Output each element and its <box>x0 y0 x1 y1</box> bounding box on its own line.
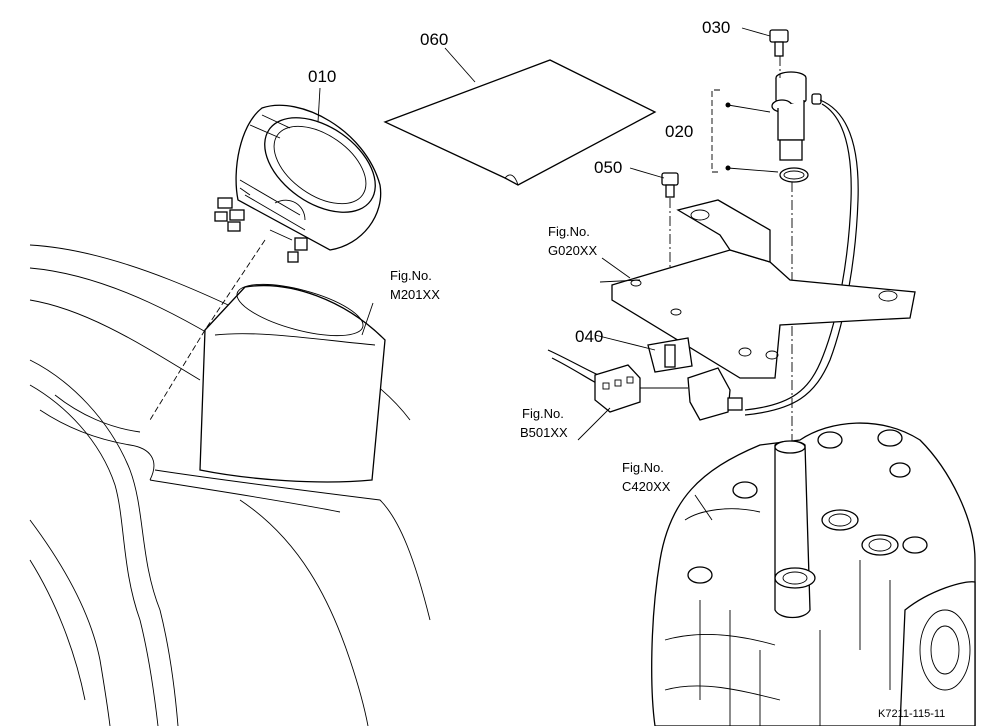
callout-030: 030 <box>702 18 730 37</box>
callout-020: 020 <box>665 122 693 141</box>
ref-c420-code: C420XX <box>622 479 671 494</box>
ref-g020-label: Fig.No. <box>548 224 590 239</box>
drawing-code: K7211-115-11 <box>878 708 945 720</box>
callout-060: 060 <box>420 30 448 49</box>
ref-m201-label: Fig.No. <box>390 268 432 283</box>
ref-b501-label: Fig.No. <box>522 406 564 421</box>
callout-050: 050 <box>594 158 622 177</box>
wire-harness <box>547 337 743 421</box>
callout-040: 040 <box>575 327 603 346</box>
decal-sheet <box>383 59 657 186</box>
leader-lines <box>317 27 771 521</box>
ref-b501-code: B501XX <box>520 425 568 440</box>
ref-m201-code: M201XX <box>390 287 440 302</box>
ref-c420-label: Fig.No. <box>622 460 664 475</box>
transmission-case <box>651 422 976 726</box>
callout-010: 010 <box>308 67 336 86</box>
ref-g020-code: G020XX <box>548 243 597 258</box>
meter-assembly <box>149 104 382 421</box>
dashboard-panel <box>29 244 431 726</box>
